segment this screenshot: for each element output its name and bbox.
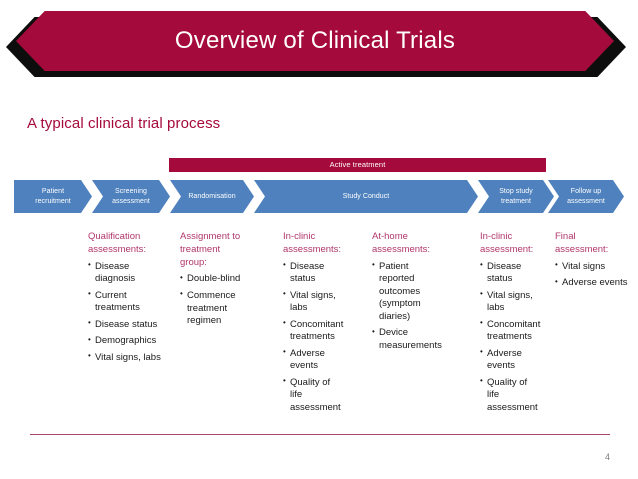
- title-banner: Overview of Clinical Trials: [0, 11, 638, 79]
- list-item: Concomitant treatments: [480, 318, 552, 344]
- column-heading: At-home assessments:: [372, 231, 431, 255]
- column-heading: Assignment to treatment group:: [180, 231, 241, 268]
- process-step-patient-recruitment[interactable]: Patient recruitment: [14, 180, 92, 213]
- list-item: Disease status: [480, 260, 552, 286]
- column-at-home-assessments: At-home assessments: Patient reported ou…: [372, 231, 456, 356]
- list-item: Double-blind: [180, 273, 268, 286]
- column-list: Disease status Vital signs, labs Concomi…: [283, 260, 361, 415]
- list-item: Disease status: [283, 260, 361, 286]
- process-step-label: Randomisation: [188, 192, 236, 200]
- active-treatment-label: Active treatment: [329, 160, 386, 170]
- list-item: Patient reported outcomes (symptom diari…: [372, 260, 456, 324]
- active-treatment-bar: Active treatment: [169, 158, 546, 172]
- list-item: Device measurements: [372, 327, 456, 352]
- column-list: Patient reported outcomes (symptom diari…: [372, 260, 456, 353]
- column-list: Disease diagnosis Current treatments Dis…: [88, 260, 174, 365]
- column-heading: In-clinic assessments:: [283, 231, 342, 255]
- column-heading: Qualification assessments:: [88, 231, 147, 255]
- process-step-label: Patient recruitment: [35, 188, 71, 205]
- process-step-label: Screening assessment: [112, 188, 150, 205]
- process-step-label: Study Conduct: [342, 192, 390, 200]
- column-heading: Final assessment:: [555, 231, 609, 255]
- list-item: Current treatments: [88, 289, 174, 315]
- column-assignment-to-treatment-group: Assignment to treatment group: Double-bl…: [180, 231, 268, 332]
- column-list: Double-blind Commence treatment regimen: [180, 273, 268, 327]
- column-final-assessment: Final assessment: Vital signs Adverse ev…: [555, 231, 635, 294]
- column-list: Vital signs Adverse events: [555, 260, 635, 290]
- column-qualification-assessments: Qualification assessments: Disease diagn…: [88, 231, 174, 368]
- footer-divider: [30, 434, 610, 435]
- column-heading: In-clinic assessment:: [480, 231, 534, 255]
- list-item: Vital signs: [555, 260, 635, 274]
- list-item: Vital signs, labs: [88, 351, 174, 365]
- list-item: Commence treatment regimen: [180, 289, 268, 328]
- list-item: Concomitant treatments: [283, 318, 361, 344]
- page-number: 4: [604, 452, 610, 462]
- list-item: Demographics: [88, 335, 174, 348]
- column-list: Disease status Vital signs, labs Concomi…: [480, 260, 552, 415]
- process-step-label: Stop study treatment: [499, 188, 533, 205]
- list-item: Adverse events: [283, 347, 361, 373]
- list-item: Adverse events: [480, 347, 552, 373]
- process-step-randomisation[interactable]: Randomisation: [170, 180, 254, 213]
- list-item: Vital signs, labs: [283, 289, 361, 315]
- list-item: Disease diagnosis: [88, 260, 174, 286]
- process-step-label: Follow up assessment: [567, 188, 605, 205]
- process-flow: Patient recruitment Screening assessment…: [0, 180, 638, 213]
- list-item: Adverse events: [555, 277, 635, 290]
- list-item: Vital signs, labs: [480, 289, 552, 315]
- column-in-clinic-assessments: In-clinic assessments: Disease status Vi…: [283, 231, 361, 418]
- column-in-clinic-assessment: In-clinic assessment: Disease status Vit…: [480, 231, 552, 418]
- detail-columns: Qualification assessments: Disease diagn…: [0, 231, 638, 426]
- process-step-study-conduct[interactable]: Study Conduct: [254, 180, 478, 213]
- section-subtitle: A typical clinical trial process: [27, 115, 221, 132]
- list-item: Disease status: [88, 318, 174, 332]
- process-step-follow-up-assessment[interactable]: Follow up assessment: [548, 180, 624, 213]
- page-title: Overview of Clinical Trials: [174, 27, 456, 54]
- title-banner-shape: Overview of Clinical Trials: [16, 11, 614, 71]
- process-step-stop-study-treatment[interactable]: Stop study treatment: [478, 180, 554, 213]
- process-step-screening-assessment[interactable]: Screening assessment: [92, 180, 170, 213]
- list-item: Quality of life assessment: [283, 376, 361, 415]
- list-item: Quality of life assessment: [480, 376, 552, 415]
